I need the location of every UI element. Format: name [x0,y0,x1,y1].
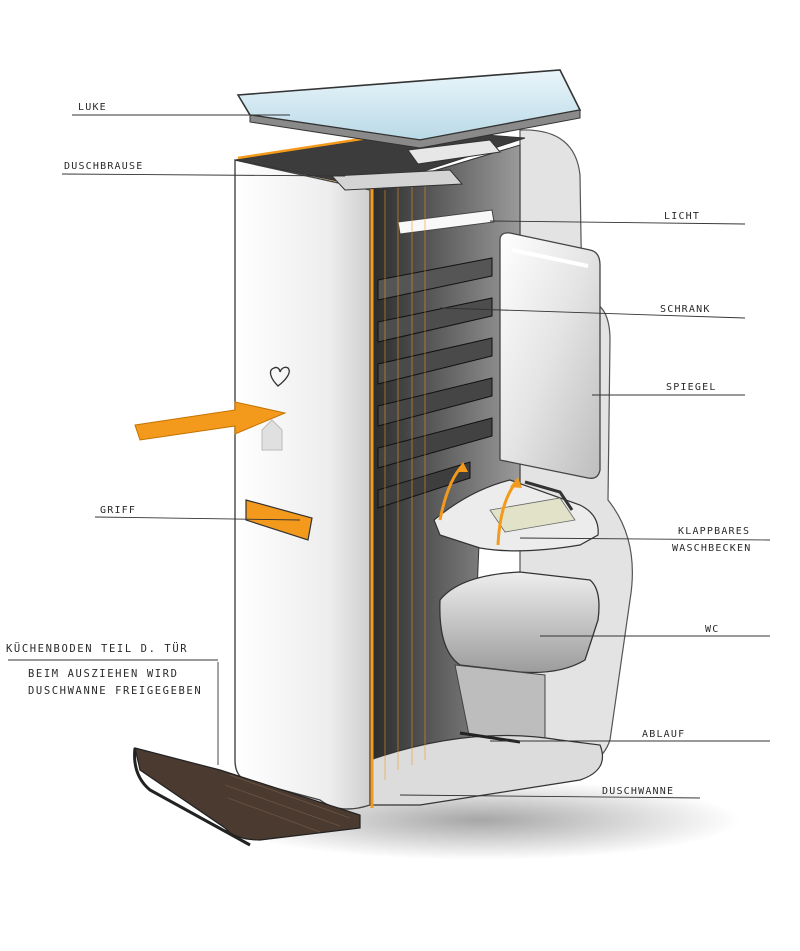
kitchen-floor-board [134,747,361,841]
label-licht: LICHT [664,211,701,222]
label-duschbrause: DUSCHBRAUSE [64,161,144,172]
side-panel [234,159,371,810]
door-edge-lines [384,180,426,780]
label-duschwanne: DUSCHWANNE [602,786,675,797]
wc-tank [439,571,600,674]
drain [459,731,521,744]
shower-head [407,139,501,165]
label-waschbecken-1: KLAPPBARES [678,526,751,537]
label-luke: LUKE [78,102,107,113]
mirror-panel [499,232,601,479]
label-waschbecken-2: WASCHBECKEN [672,543,752,554]
note-line-2: BEIM AUSZIEHEN WIRD [28,668,179,680]
label-wc: WC [705,624,720,635]
light-strip [397,209,495,235]
label-griff: GRIFF [100,505,137,516]
fold-arrowhead-1 [456,462,468,472]
shower-tray [369,734,604,806]
floor-board-edge [133,747,251,847]
note-line-3: DUSCHWANNE FREIGEGEBEN [28,685,203,697]
shower-rail [330,169,464,191]
label-spiegel: SPIEGEL [666,382,717,393]
fold-arrowhead-2 [510,477,522,488]
label-ablauf: ABLAUF [642,729,686,740]
leader-lines [8,114,771,799]
wood-grain [224,774,351,833]
slide-hint-icon [261,419,283,451]
label-schrank: SCHRANK [660,304,711,315]
mirror-highlight [511,248,589,268]
faucet [524,480,574,511]
heart-icon [269,366,290,387]
note-line-1: KÜCHENBODEN TEIL D. TÜR [6,643,189,655]
pull-direction-arrow [134,401,287,441]
hatch-frame [249,109,581,149]
